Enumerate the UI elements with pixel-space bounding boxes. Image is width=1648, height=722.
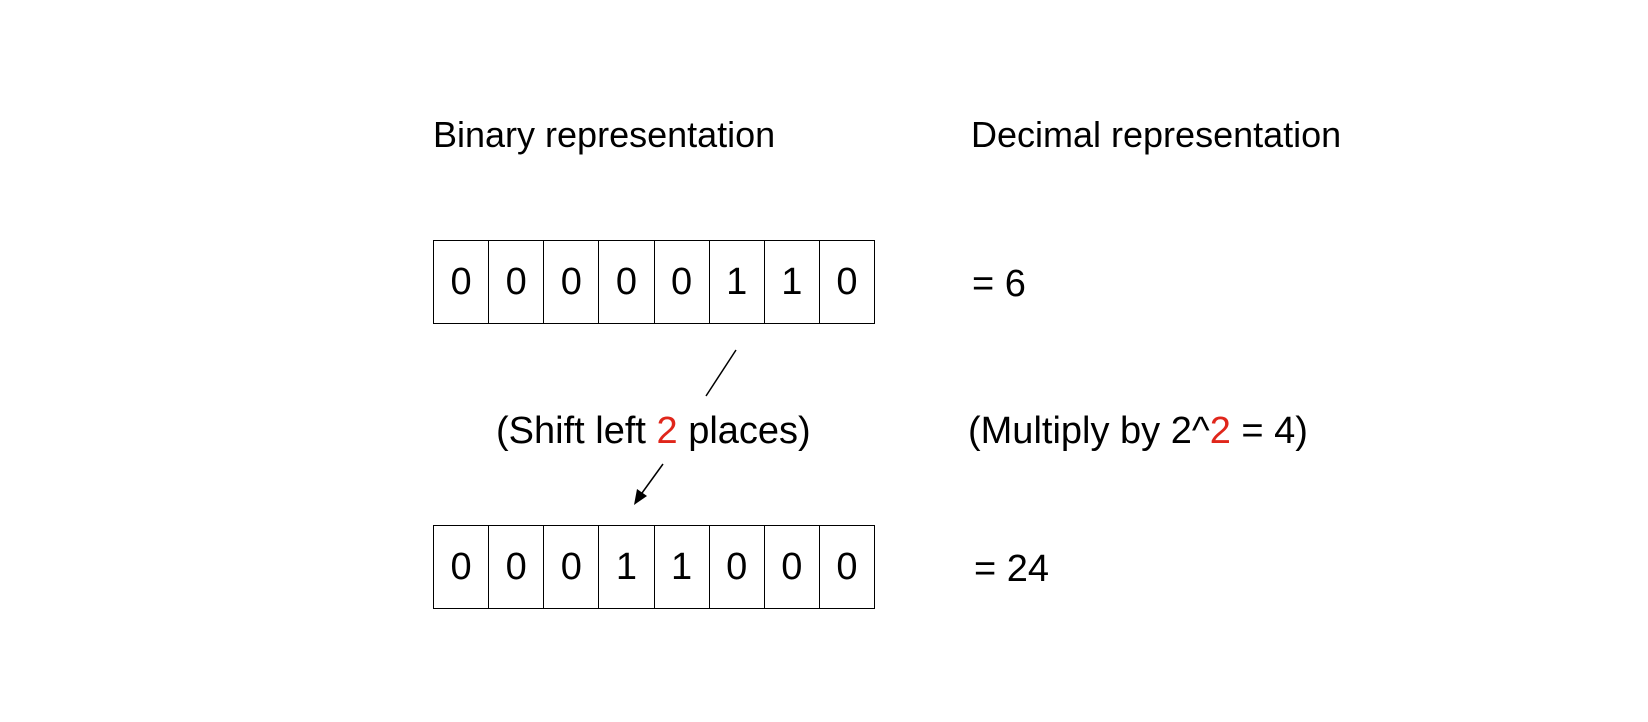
bottom-decimal-value: = 24 (974, 548, 1050, 590)
top-bit-register: 0 0 0 0 0 1 1 0 (433, 240, 875, 324)
shift-label-prefix: (Shift left (496, 410, 657, 452)
multiply-exponent: 2 (1209, 410, 1231, 452)
bit-cell: 0 (489, 526, 545, 608)
bit-cell: 1 (655, 526, 710, 608)
bottom-bit-register: 0 0 0 1 1 0 0 0 (433, 525, 875, 609)
shift-label-suffix: places) (677, 410, 811, 452)
multiply-label-prefix: (Multiply by 2^ (968, 410, 1210, 452)
decimal-heading: Decimal representation (971, 114, 1342, 155)
binary-heading: Binary representation (433, 114, 776, 155)
bit-cell: 0 (765, 526, 820, 608)
bit-cell: 0 (710, 526, 765, 608)
bit-cell: 0 (434, 526, 490, 608)
shift-arrow-upper-segment (705, 349, 737, 397)
shift-amount: 2 (656, 410, 678, 452)
bit-cell: 0 (434, 241, 490, 323)
bit-cell: 1 (710, 241, 765, 323)
bit-cell: 0 (820, 241, 875, 323)
multiply-label: (Multiply by 2^2 = 4) (968, 412, 1308, 450)
bit-cell: 0 (599, 241, 655, 323)
arrowhead-icon (634, 489, 647, 505)
shift-arrow-lower-segment (641, 463, 664, 494)
bit-cell: 1 (599, 526, 655, 608)
multiply-label-suffix: = 4) (1230, 410, 1308, 452)
shift-label: (Shift left 2 places) (496, 412, 811, 450)
bit-cell: 0 (544, 241, 600, 323)
bit-cell: 0 (655, 241, 710, 323)
bit-cell: 1 (765, 241, 820, 323)
top-decimal-value: = 6 (972, 263, 1026, 305)
bit-cell: 0 (489, 241, 545, 323)
bit-cell: 0 (820, 526, 875, 608)
bit-cell: 0 (544, 526, 600, 608)
